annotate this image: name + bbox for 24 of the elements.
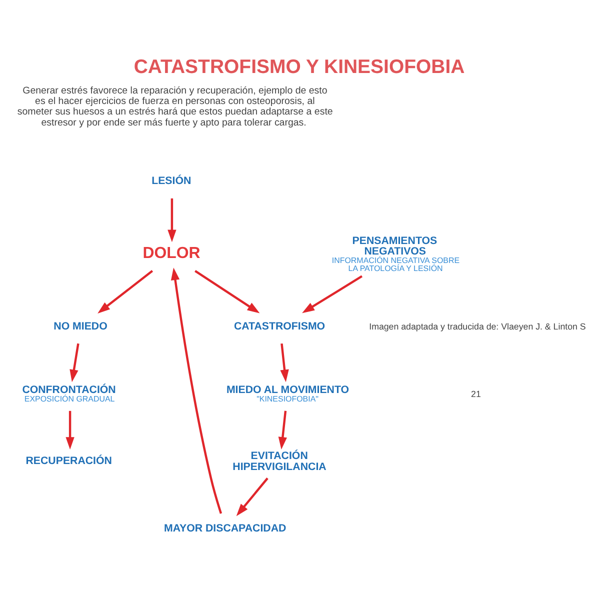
arrow bbox=[98, 270, 154, 314]
node-text: RECUPERACIÓN bbox=[26, 455, 112, 468]
label: 21 bbox=[471, 389, 481, 400]
node-text: CATASTROFISMO bbox=[234, 320, 326, 332]
diagram-title: CATASTROFISMO Y KINESIOFOBIA bbox=[134, 56, 465, 78]
label: Generar estrés favorece la reparación y recuperación, ejemplo de esto es el hacer ejercicios de fuerza en personas con osteoporosis, al someter sus huesos a un estrés hará que estos puedan adaptarse a este estresor y por ende ser más fuerte y apto para tolerar cargas. bbox=[17, 85, 333, 128]
arrow bbox=[168, 198, 176, 242]
arrow bbox=[170, 268, 222, 514]
label: Imagen adaptada y traducida de: Vlaeyen J. & Linton S bbox=[369, 322, 586, 332]
arrow bbox=[70, 343, 80, 382]
arrow bbox=[280, 343, 289, 382]
arrow bbox=[236, 478, 268, 516]
node-text: EVITACIÓN HIPERVIGILANCIA bbox=[232, 450, 326, 473]
node-text: MAYOR DISCAPACIDAD bbox=[164, 522, 286, 534]
node-text: DOLOR bbox=[142, 244, 200, 262]
node-text: PENSAMIENTOS NEGATIVOS INFORMACIÓN NEGATIVA SOBRE LA PATOLOGÍA Y LESIÓN bbox=[332, 234, 460, 273]
arrow bbox=[302, 275, 363, 314]
arrow bbox=[278, 410, 287, 450]
node-text: CONFRONTACIÓN EXPOSICIÓN GRADUAL bbox=[22, 384, 116, 404]
arrow bbox=[194, 270, 260, 314]
node-text: NO MIEDO bbox=[54, 320, 108, 332]
node-text: LESIÓN bbox=[152, 175, 192, 188]
arrow bbox=[66, 410, 74, 450]
node-text: MIEDO AL MOVIMIENTO "KINESIOFOBIA" bbox=[226, 384, 350, 404]
